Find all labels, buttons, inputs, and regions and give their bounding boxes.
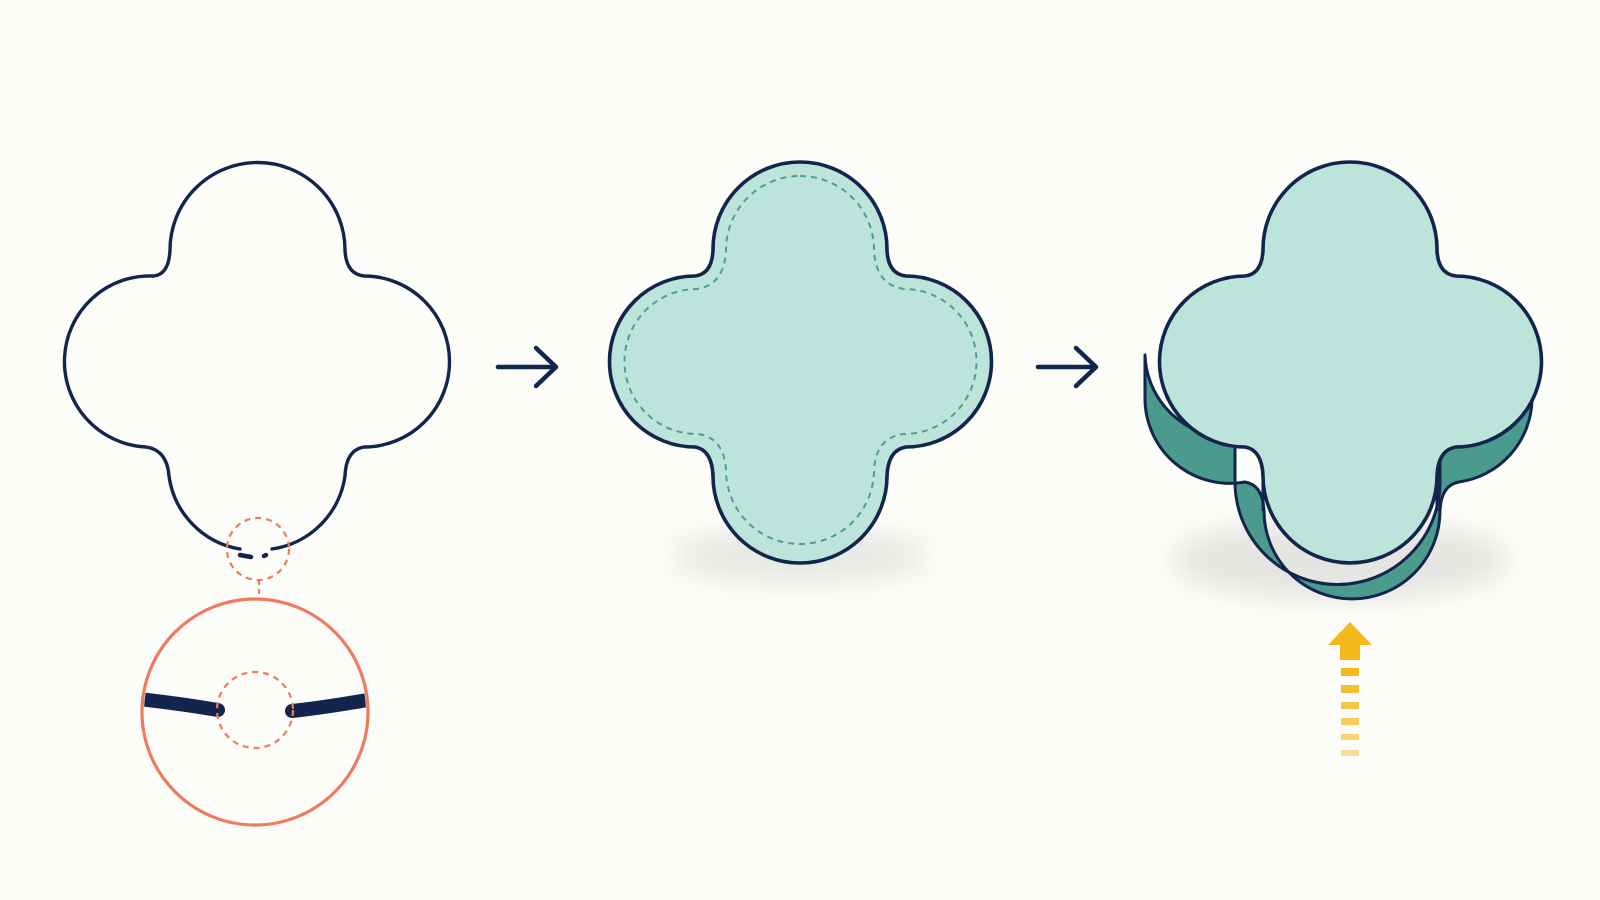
clover-filled xyxy=(607,160,994,565)
zoomed-gap-circle xyxy=(215,670,295,750)
up-arrow-dash xyxy=(1341,702,1359,709)
up-arrow-dash xyxy=(1341,668,1359,676)
zoomed-stroke-left xyxy=(144,690,225,717)
up-arrow-dash xyxy=(1341,734,1359,740)
zoomed-stroke-right xyxy=(285,689,366,718)
magnifier-callout xyxy=(140,597,370,827)
step-extruded xyxy=(1143,160,1544,601)
gap-end-right xyxy=(261,552,269,559)
clover-inner-dashed xyxy=(623,175,978,545)
up-arrow-dash xyxy=(1341,750,1359,756)
step-open-outline xyxy=(62,160,452,827)
magnifier-circle xyxy=(140,597,370,827)
arrow-up-dashed-icon xyxy=(1328,622,1372,756)
extrusion-bottom-edge xyxy=(1261,476,1439,511)
arrow-right-icon xyxy=(1035,345,1099,389)
up-arrow-head xyxy=(1328,622,1372,660)
step-closed-filled xyxy=(607,160,994,584)
up-arrow-dash xyxy=(1341,718,1359,725)
arrow-right-icon xyxy=(495,345,559,389)
up-arrow-dash xyxy=(1341,685,1359,693)
clover-top-face xyxy=(1157,160,1544,565)
clover-outline-open xyxy=(62,160,452,551)
gap-end-left xyxy=(237,552,254,560)
